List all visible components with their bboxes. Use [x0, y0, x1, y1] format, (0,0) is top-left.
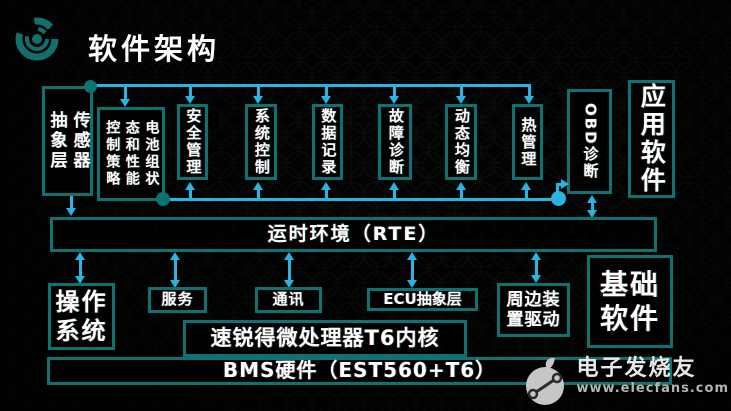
- bar-label: 速锐得微处理器T6内核: [210, 326, 440, 351]
- box-label: ECU抽象层: [383, 289, 462, 308]
- box-sensor-abstraction: 传感器抽象层: [42, 86, 93, 196]
- box-label: 通讯: [272, 290, 305, 309]
- box-label: 安全管理: [184, 108, 203, 176]
- arrow-rte-service: [170, 252, 180, 288]
- box-label: 应用软件: [637, 83, 667, 195]
- box-basic-software: 基础软件: [587, 255, 673, 348]
- watermark-brand: 电子发烧友: [576, 356, 697, 381]
- connector-node-left: [84, 80, 97, 93]
- box-application-software: 应用软件: [628, 80, 675, 198]
- box-label: 故障诊断: [386, 108, 405, 176]
- box-label: 操作系统: [55, 288, 108, 345]
- box-ecu-abstraction: ECU抽象层: [367, 288, 478, 311]
- box-obd-diagnosis: OBD诊断: [567, 89, 612, 194]
- box-label: OBD诊断: [581, 103, 600, 180]
- box-service: 服务: [148, 287, 207, 313]
- connector-node-mid: [156, 192, 170, 206]
- arrow-to-battery-control: [120, 86, 130, 107]
- arrow-to-system-control: [253, 86, 263, 104]
- box-safety-management: 安全管理: [177, 104, 208, 180]
- box-label: 热管理: [519, 116, 538, 168]
- arrow-sensor-to-rte: [66, 196, 76, 216]
- arrow-rte-ecu: [407, 252, 417, 288]
- connector-top-bus: [90, 84, 531, 87]
- connector-mid-bus: [163, 198, 558, 201]
- box-system-control: 系统控制: [245, 104, 277, 180]
- arrow-from-rte-fault: [389, 182, 399, 199]
- arrow-rte-os: [75, 252, 85, 284]
- brand-logo-icon: [15, 17, 59, 61]
- arrow-rte-peripheral: [531, 252, 541, 283]
- arrow-to-thermal: [524, 84, 534, 104]
- box-communication: 通讯: [255, 287, 322, 313]
- arrow-from-rte-data: [321, 182, 331, 199]
- bar-rte: 运时环境（RTE）: [50, 217, 657, 252]
- page-title: 软件架构: [88, 32, 221, 66]
- watermark-site: www.elecfans.com: [576, 381, 729, 397]
- arrow-from-rte-thermal: [521, 182, 531, 199]
- elecfans-logo-icon: [525, 357, 564, 405]
- connector-node-obd: [551, 191, 566, 206]
- box-label: 动态均衡: [452, 108, 471, 176]
- arrow-from-rte-balancing: [456, 182, 466, 199]
- watermark: 电子发烧友 www.elecfans.com: [523, 356, 729, 407]
- connector-obd-riser: [556, 183, 559, 195]
- box-battery-control: 电池组状态和性能控制策略: [97, 107, 165, 201]
- box-operating-system: 操作系统: [48, 283, 115, 350]
- arrow-from-rte-system: [253, 182, 263, 199]
- bar-label: 运时环境（RTE）: [267, 223, 440, 246]
- box-label: 系统控制: [252, 108, 271, 176]
- arrow-from-rte-safety: [185, 182, 195, 199]
- arrow-to-safety: [185, 86, 195, 104]
- arrow-to-balancing: [456, 86, 466, 104]
- box-dynamic-balancing: 动态均衡: [445, 104, 477, 180]
- box-label: 电池组状态和性能控制策略: [104, 120, 160, 188]
- box-fault-diagnosis: 故障诊断: [378, 104, 412, 180]
- arrow-into-obd: [556, 179, 569, 189]
- box-data-logging: 数据记录: [312, 104, 343, 180]
- bar-bms-hardware: BMS硬件（EST560+T6）: [47, 357, 672, 385]
- arrow-to-data-logging: [321, 86, 331, 104]
- box-peripheral-driver: 周边装置驱动: [497, 283, 570, 337]
- arrow-obd-rte-bidirectional: [587, 195, 597, 218]
- bar-mcu-core: 速锐得微处理器T6内核: [183, 320, 467, 357]
- box-label: 基础软件: [599, 268, 660, 335]
- box-thermal-management: 热管理: [512, 104, 543, 180]
- bar-label: BMS硬件（EST560+T6）: [222, 358, 497, 383]
- box-label: 数据记录: [319, 108, 338, 176]
- box-label: 传感器抽象层: [46, 111, 90, 171]
- arrow-to-fault-diagnosis: [389, 86, 399, 104]
- arrow-rte-communication: [284, 252, 294, 288]
- box-label: 服务: [161, 290, 194, 309]
- box-label: 周边装置驱动: [506, 289, 561, 330]
